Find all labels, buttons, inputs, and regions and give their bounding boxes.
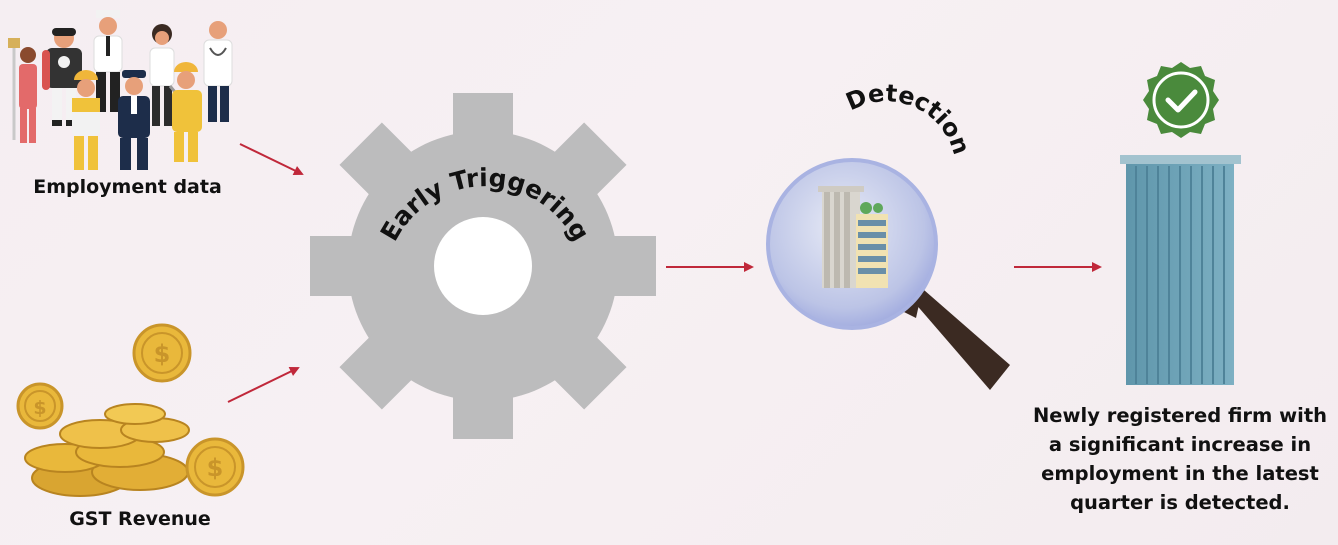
worker-figure <box>42 28 82 126</box>
svg-text:$: $ <box>154 340 171 368</box>
coin-icon: $ <box>16 382 64 430</box>
employment-data-label: Employment data <box>33 176 222 198</box>
svg-text:$: $ <box>33 397 46 419</box>
worker-figure <box>118 70 150 170</box>
coin-icon: $ <box>132 323 192 383</box>
worker-figure <box>72 70 100 170</box>
arrow-employment-to-gear <box>239 143 304 176</box>
building-in-lens <box>818 186 888 288</box>
verified-check-icon <box>1143 62 1219 138</box>
worker-figure <box>168 62 202 162</box>
gear-hole <box>434 217 532 315</box>
result-description: Newly registered firm with a significant… <box>1032 404 1328 514</box>
worker-figure <box>149 24 175 126</box>
svg-text:$: $ <box>207 454 224 482</box>
gst-revenue-label: GST Revenue <box>69 508 211 530</box>
worker-figure <box>8 38 37 143</box>
gear-icon <box>310 93 656 439</box>
detection-label: Detection <box>842 79 976 158</box>
coin-pile <box>24 403 190 497</box>
coin-stack-icon: $ $ $ <box>16 323 245 497</box>
arrow-gst-to-gear <box>227 366 300 403</box>
coin-icon: $ <box>185 437 245 497</box>
worker-figure <box>93 10 123 112</box>
worker-figure <box>203 21 233 122</box>
building-icon <box>1120 155 1241 385</box>
magnifier-icon <box>766 158 1010 390</box>
workers-group-icon <box>8 10 233 170</box>
